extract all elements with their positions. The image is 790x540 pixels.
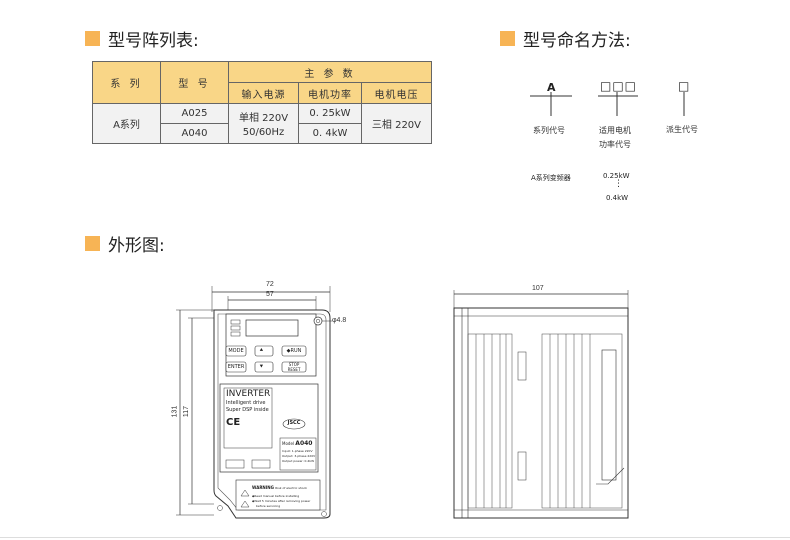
brand-logo: JSCC: [287, 420, 301, 426]
series-cell: A系列: [92, 103, 161, 144]
dim-depth: 107: [532, 285, 544, 292]
model-table-heading: 型号阵列表:: [85, 26, 199, 51]
derivative-code-label: 派生代号: [666, 125, 698, 134]
input-power-line2: 50/60Hz: [242, 127, 285, 138]
warning-line3: before servicing: [256, 504, 281, 508]
warning-line2: ◆Wait 5 minutes after removing power: [252, 499, 311, 503]
naming-title: 型号命名方法:: [523, 31, 631, 51]
warning-title-text: WARNING: [252, 485, 274, 490]
series-code-symbol: A: [547, 81, 556, 94]
mode-button: MODE: [228, 348, 244, 354]
model-cell: A040: [160, 123, 229, 144]
dim-inner-height: 117: [183, 405, 191, 418]
spec-power: Output power: 0.4kW: [282, 459, 315, 463]
side-view-drawing: 107: [446, 284, 636, 524]
heading-marker-icon: [85, 236, 100, 251]
model-cell: A025: [160, 103, 229, 124]
stop-label: STOP: [288, 362, 300, 367]
dim-hole-value: 4.8: [336, 317, 347, 324]
col-motor-power-header: 电机功率: [298, 82, 362, 104]
ce-mark-icon: CE: [226, 417, 241, 428]
model-label: Model A040: [282, 440, 312, 447]
derivative-code-symbol: □: [678, 79, 690, 93]
example-series: A系列变频器: [531, 174, 571, 182]
model-value: A040: [295, 440, 313, 447]
input-power-line1: 单相 220V: [238, 113, 289, 124]
motor-voltage-cell: 三相 220V: [360, 103, 433, 144]
stop-reset-button: STOP RESET: [283, 362, 305, 372]
dim-width: 72: [266, 281, 274, 288]
naming-heading: 型号命名方法:: [500, 26, 631, 51]
outline-heading: 外形图:: [85, 231, 165, 256]
spec-input: Input: 1-phase 220V: [282, 449, 313, 453]
col-main-params-header: 主 参 数: [228, 61, 432, 83]
ellipsis-icon: ⋮: [614, 179, 623, 189]
table-row: A040 0. 4kW: [93, 123, 432, 144]
input-power-cell: 单相 220V 50/60Hz: [227, 103, 300, 144]
inverter-title: INVERTER: [226, 389, 271, 399]
side-view-outline: [453, 290, 629, 519]
naming-connector-lines: [530, 92, 685, 116]
motor-power-cell: 0. 25kW: [298, 103, 362, 124]
dim-inner-width: 57: [266, 291, 274, 298]
model-label-text: Model: [282, 441, 295, 446]
bottom-divider: [0, 537, 790, 538]
inverter-sub2: Super DSP inside: [226, 407, 269, 413]
heading-marker-icon: [85, 31, 100, 46]
inverter-sub1: Intelligent drive: [226, 400, 266, 406]
col-input-power-header: 输入电源: [227, 82, 300, 104]
motor-power-cell: 0. 4kW: [298, 123, 362, 144]
warning-line1: ◆Read manual before installing: [252, 494, 300, 498]
reset-label: RESET: [287, 367, 301, 372]
model-table: 系 列 型 号 主 参 数 输入电源 电机功率 电机电压 A系列 A025 单相…: [92, 61, 433, 144]
dim-hole: φ4.8: [332, 317, 347, 324]
dim-height: 131: [171, 405, 179, 418]
down-arrow-icon: ⯆: [259, 363, 264, 370]
warning-sub: Risk of electric shock: [275, 486, 308, 490]
col-motor-voltage-header: 电机电压: [360, 82, 433, 104]
table-row: A系列 A025 单相 220V 50/60Hz 0. 25kW 三相 220V: [92, 103, 433, 144]
power-code-label-line2: 功率代号: [599, 140, 631, 149]
spec-output: Output: 3-phase 220V: [282, 454, 316, 458]
heading-marker-icon: [500, 31, 515, 46]
series-code-label: 系列代号: [533, 126, 565, 135]
example-max-power: 0.4kW: [606, 194, 629, 202]
outline-title: 外形图:: [108, 236, 165, 256]
power-code-label: 适用电机 功率代号: [599, 125, 631, 150]
power-code-symbol: □□□: [600, 79, 638, 93]
example-min-power: 0.25kW: [603, 172, 630, 180]
run-button: ◆RUN: [286, 348, 302, 354]
front-view-outline: [176, 286, 332, 519]
front-view-drawing: 72 57 φ4.8 131 117 MODE ⯅ ◆RUN ENTER ⯆ S…: [170, 278, 360, 528]
enter-button: ENTER: [227, 364, 245, 370]
warning-title: WARNING Risk of electric shock: [252, 485, 307, 490]
col-series-header: 系 列: [92, 61, 161, 104]
up-arrow-icon: ⯅: [259, 347, 264, 354]
model-table-title: 型号阵列表:: [108, 31, 199, 51]
col-model-header: 型 号: [160, 61, 229, 104]
power-code-label-line1: 适用电机: [599, 126, 631, 135]
